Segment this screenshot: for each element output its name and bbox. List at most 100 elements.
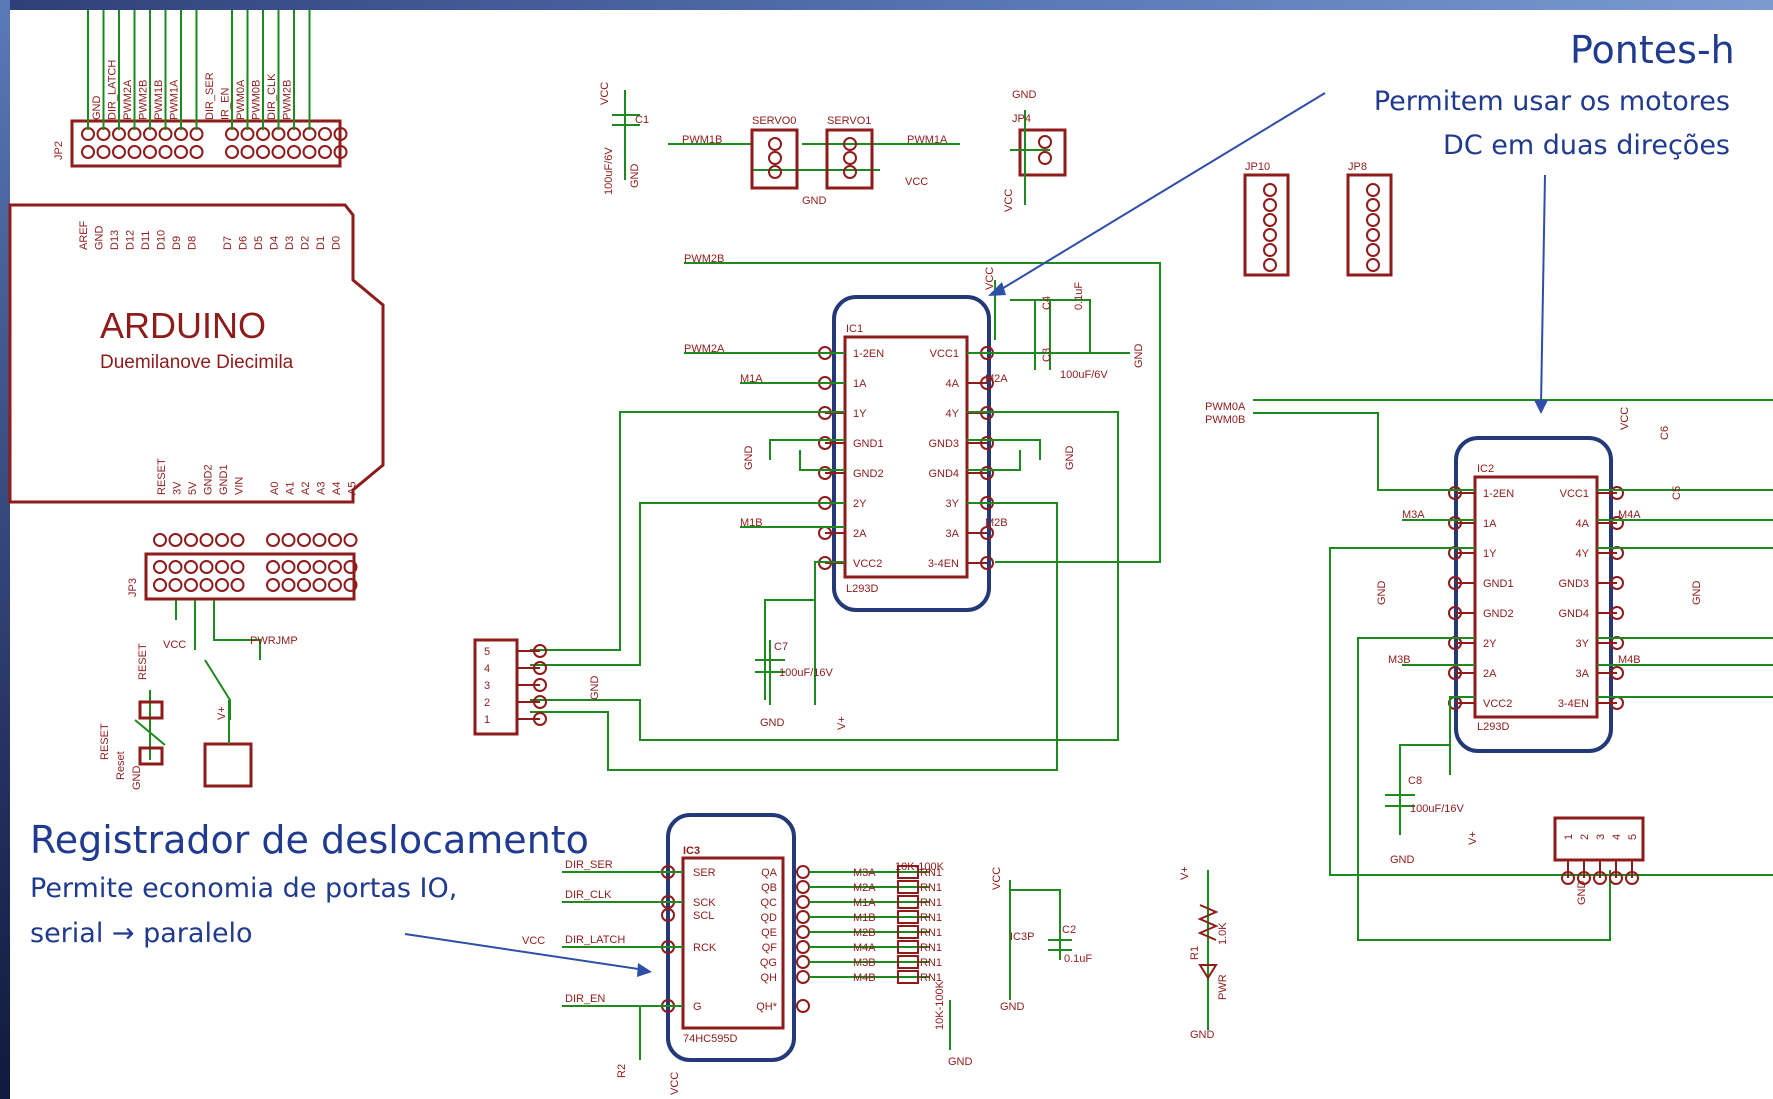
ic3-output-net: M2B xyxy=(853,927,876,939)
jp2-net-label: PWM2A xyxy=(122,79,134,120)
r1-pwr-led: V+ R1 1.0K PWR GND xyxy=(1179,866,1229,1041)
net-m2b-ic1: M2B xyxy=(985,517,1008,529)
pin-pad xyxy=(980,376,994,390)
arduino-pin-d4: D4 xyxy=(269,236,281,250)
jp10-jp8-connectors: JP10 JP8 xyxy=(1243,161,1393,277)
jp3-pad xyxy=(266,560,280,574)
header-jp3: JP3 xyxy=(127,533,358,601)
jp3-pad xyxy=(184,560,198,574)
ic3-output-net: M3A xyxy=(853,867,876,879)
pin-label-left: VCC2 xyxy=(1483,698,1512,710)
header-pad xyxy=(1366,183,1380,197)
ic3-pin-right: QB xyxy=(761,882,777,894)
arduino-pin-d2: D2 xyxy=(300,236,312,250)
reset-label: RESET xyxy=(137,643,149,680)
header-pad xyxy=(1366,228,1380,242)
rn-value-bottom: 10K-100K xyxy=(934,980,946,1030)
connector-pin-number: 3 xyxy=(484,680,490,692)
pin-pad xyxy=(796,955,810,969)
jp2-pad xyxy=(174,145,188,159)
jp2-net-label: DIR_LATCH xyxy=(107,60,119,120)
connector-pin-number: 5 xyxy=(484,646,490,658)
pin-pad xyxy=(1610,486,1624,500)
jp2-pad xyxy=(112,145,126,159)
ic3-input-net: DIR_EN xyxy=(565,993,605,1005)
arduino-pin-a1: A1 xyxy=(285,482,297,495)
jp3-pad xyxy=(328,578,342,592)
jp4-label: JP4 xyxy=(1012,113,1031,125)
header-pad xyxy=(1366,243,1380,257)
vcc-label-servo: VCC xyxy=(905,176,928,188)
pwm1a-net: PWM1A xyxy=(907,134,948,146)
vcc-label-jp4: VCC xyxy=(1003,189,1015,212)
arduino-pin-a5: A5 xyxy=(347,482,359,495)
connector-pad xyxy=(533,678,547,692)
jp3-pad xyxy=(153,560,167,574)
pin-pad xyxy=(796,999,810,1013)
header-pad xyxy=(1366,213,1380,227)
pin-label-left: 2Y xyxy=(1483,638,1497,650)
ic1-part: L293D xyxy=(846,583,878,595)
jp2-pad xyxy=(158,145,173,159)
arduino-pin-d13: D13 xyxy=(109,230,121,250)
resistor-network-label: RN1 xyxy=(920,867,942,879)
arduino-pin-a3: A3 xyxy=(316,482,328,495)
arduino-pin-d6: D6 xyxy=(238,236,250,250)
connector-pad xyxy=(533,712,547,726)
header-pad xyxy=(1263,213,1277,227)
ic3-pin-right: QE xyxy=(761,927,777,939)
gnd-label-reset: GND xyxy=(131,766,143,791)
arduino-pin-3v: 3V xyxy=(172,481,184,495)
servo-connectors: SERVO0 SERVO1 PWM1B PWM1A VCC GND xyxy=(668,115,960,207)
resistor-network-label: RN1 xyxy=(920,912,942,924)
ic3-output-net: M4B xyxy=(853,972,876,984)
pin-label-right: 3Y xyxy=(1576,638,1590,650)
pin-pad xyxy=(1448,606,1462,620)
vcc-label-r2: VCC xyxy=(669,1072,681,1095)
connector-pin-number: 3 xyxy=(1595,834,1607,840)
header-pad xyxy=(1263,243,1277,257)
reset-button: RESET RESET Reset GND xyxy=(99,643,166,791)
pin-label-right: 3Y xyxy=(946,498,960,510)
arduino-pin-d5: D5 xyxy=(253,236,265,250)
jp2-net-label: DIR_SER xyxy=(204,72,216,120)
pin-label-left: 1-2EN xyxy=(853,348,884,360)
pin-pad xyxy=(1448,486,1462,500)
header-pad xyxy=(1263,258,1277,272)
net-m3b-ic2: M3B xyxy=(1388,654,1411,666)
jp3-pad xyxy=(312,578,327,592)
ic3-pin-left: RCK xyxy=(693,942,717,954)
power-jumper: PWRJMP VCC V+ xyxy=(163,600,298,788)
pin-pad xyxy=(661,908,675,922)
pin-label-right: 4Y xyxy=(1576,548,1590,560)
jp2-pad xyxy=(287,145,301,159)
c1-capacitor: VCC C1 100uF/6V GND xyxy=(599,82,649,195)
pwr-label: PWR xyxy=(1217,974,1229,1000)
gnd-label-servo: GND xyxy=(802,195,827,207)
pin-label-left: 1A xyxy=(853,378,867,390)
arduino-pin-5v: 5V xyxy=(187,481,199,495)
ic3-input-net: DIR_LATCH xyxy=(565,934,625,946)
connector-pin-number: 4 xyxy=(1611,834,1623,840)
connector-pad xyxy=(1625,871,1639,885)
connector-pin-number: 5 xyxy=(1627,834,1639,840)
arduino-pin-d10: D10 xyxy=(156,230,168,250)
jp3-pad xyxy=(168,578,183,592)
pin-label-right: 3A xyxy=(1576,668,1590,680)
jp10-label: JP10 xyxy=(1245,161,1270,173)
jp3-pad xyxy=(266,533,280,547)
pin-label-left: GND1 xyxy=(853,438,884,450)
jp2-pad xyxy=(318,127,332,141)
resistor-network-label: RN1 xyxy=(920,957,942,969)
gnd-label-c3: GND xyxy=(1133,344,1145,369)
header-pad xyxy=(1366,198,1380,212)
jp2-net-label: PWM0B xyxy=(251,80,263,120)
jp2-net-label: PWM0A xyxy=(235,79,247,120)
jp2-pad xyxy=(225,145,239,159)
arduino-pin-d9: D9 xyxy=(171,236,183,250)
left-accent-bar xyxy=(0,0,10,1099)
resistor-network-element xyxy=(897,880,919,894)
net-m4a-ic2: M4A xyxy=(1618,509,1641,521)
ic3-pin-right: QA xyxy=(761,867,778,879)
